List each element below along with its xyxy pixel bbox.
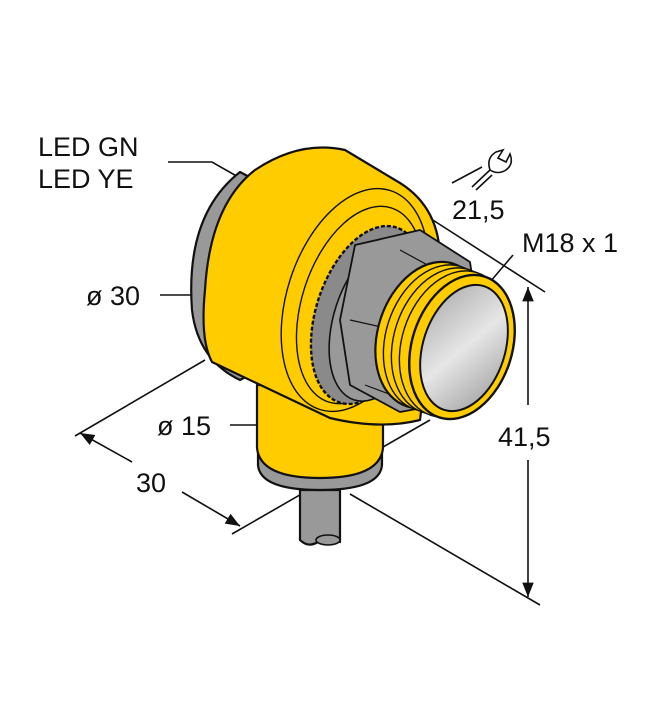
depth-arrow-front (181, 491, 241, 527)
led-leader-line (168, 161, 241, 179)
label-height-41-5: 41,5 (498, 422, 551, 452)
height-extension-bottom (349, 493, 541, 606)
label-diameter-30: ø 30 (86, 281, 140, 311)
height-extension-top (424, 214, 546, 293)
label-wrench-size: 21,5 (452, 195, 505, 225)
label-diameter-15: ø 15 (157, 411, 211, 441)
labels: LED GN LED YE 21,5 M18 x 1 ø 30 ø 15 30 … (38, 132, 618, 498)
sensor-body (190, 146, 516, 546)
label-led-ye: LED YE (38, 164, 134, 194)
label-led-gn: LED GN (38, 132, 139, 162)
depth-extension-back (74, 359, 206, 437)
label-depth-30: 30 (136, 468, 166, 498)
lens (419, 283, 509, 413)
wrench-icon (471, 148, 513, 191)
wrench-leader (451, 166, 483, 184)
depth-arrow-back (79, 432, 133, 463)
label-thread: M18 x 1 (522, 228, 618, 258)
thread-leader (489, 254, 514, 283)
